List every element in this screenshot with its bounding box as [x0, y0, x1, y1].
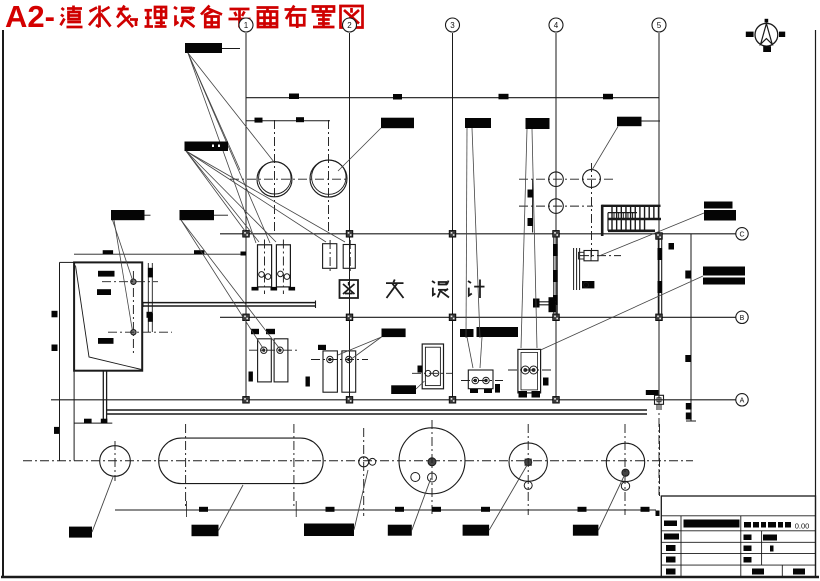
- svg-text:C: C: [739, 232, 744, 239]
- svg-text:3: 3: [450, 21, 455, 30]
- svg-text:1: 1: [244, 21, 249, 30]
- svg-text:B: B: [740, 315, 745, 322]
- svg-text:0.00: 0.00: [795, 522, 810, 531]
- svg-text:A: A: [740, 398, 745, 405]
- svg-text:5: 5: [657, 21, 662, 30]
- svg-text:4: 4: [554, 21, 559, 30]
- svg-text:2: 2: [347, 21, 352, 30]
- svg-text:A2-: A2-: [5, 0, 55, 34]
